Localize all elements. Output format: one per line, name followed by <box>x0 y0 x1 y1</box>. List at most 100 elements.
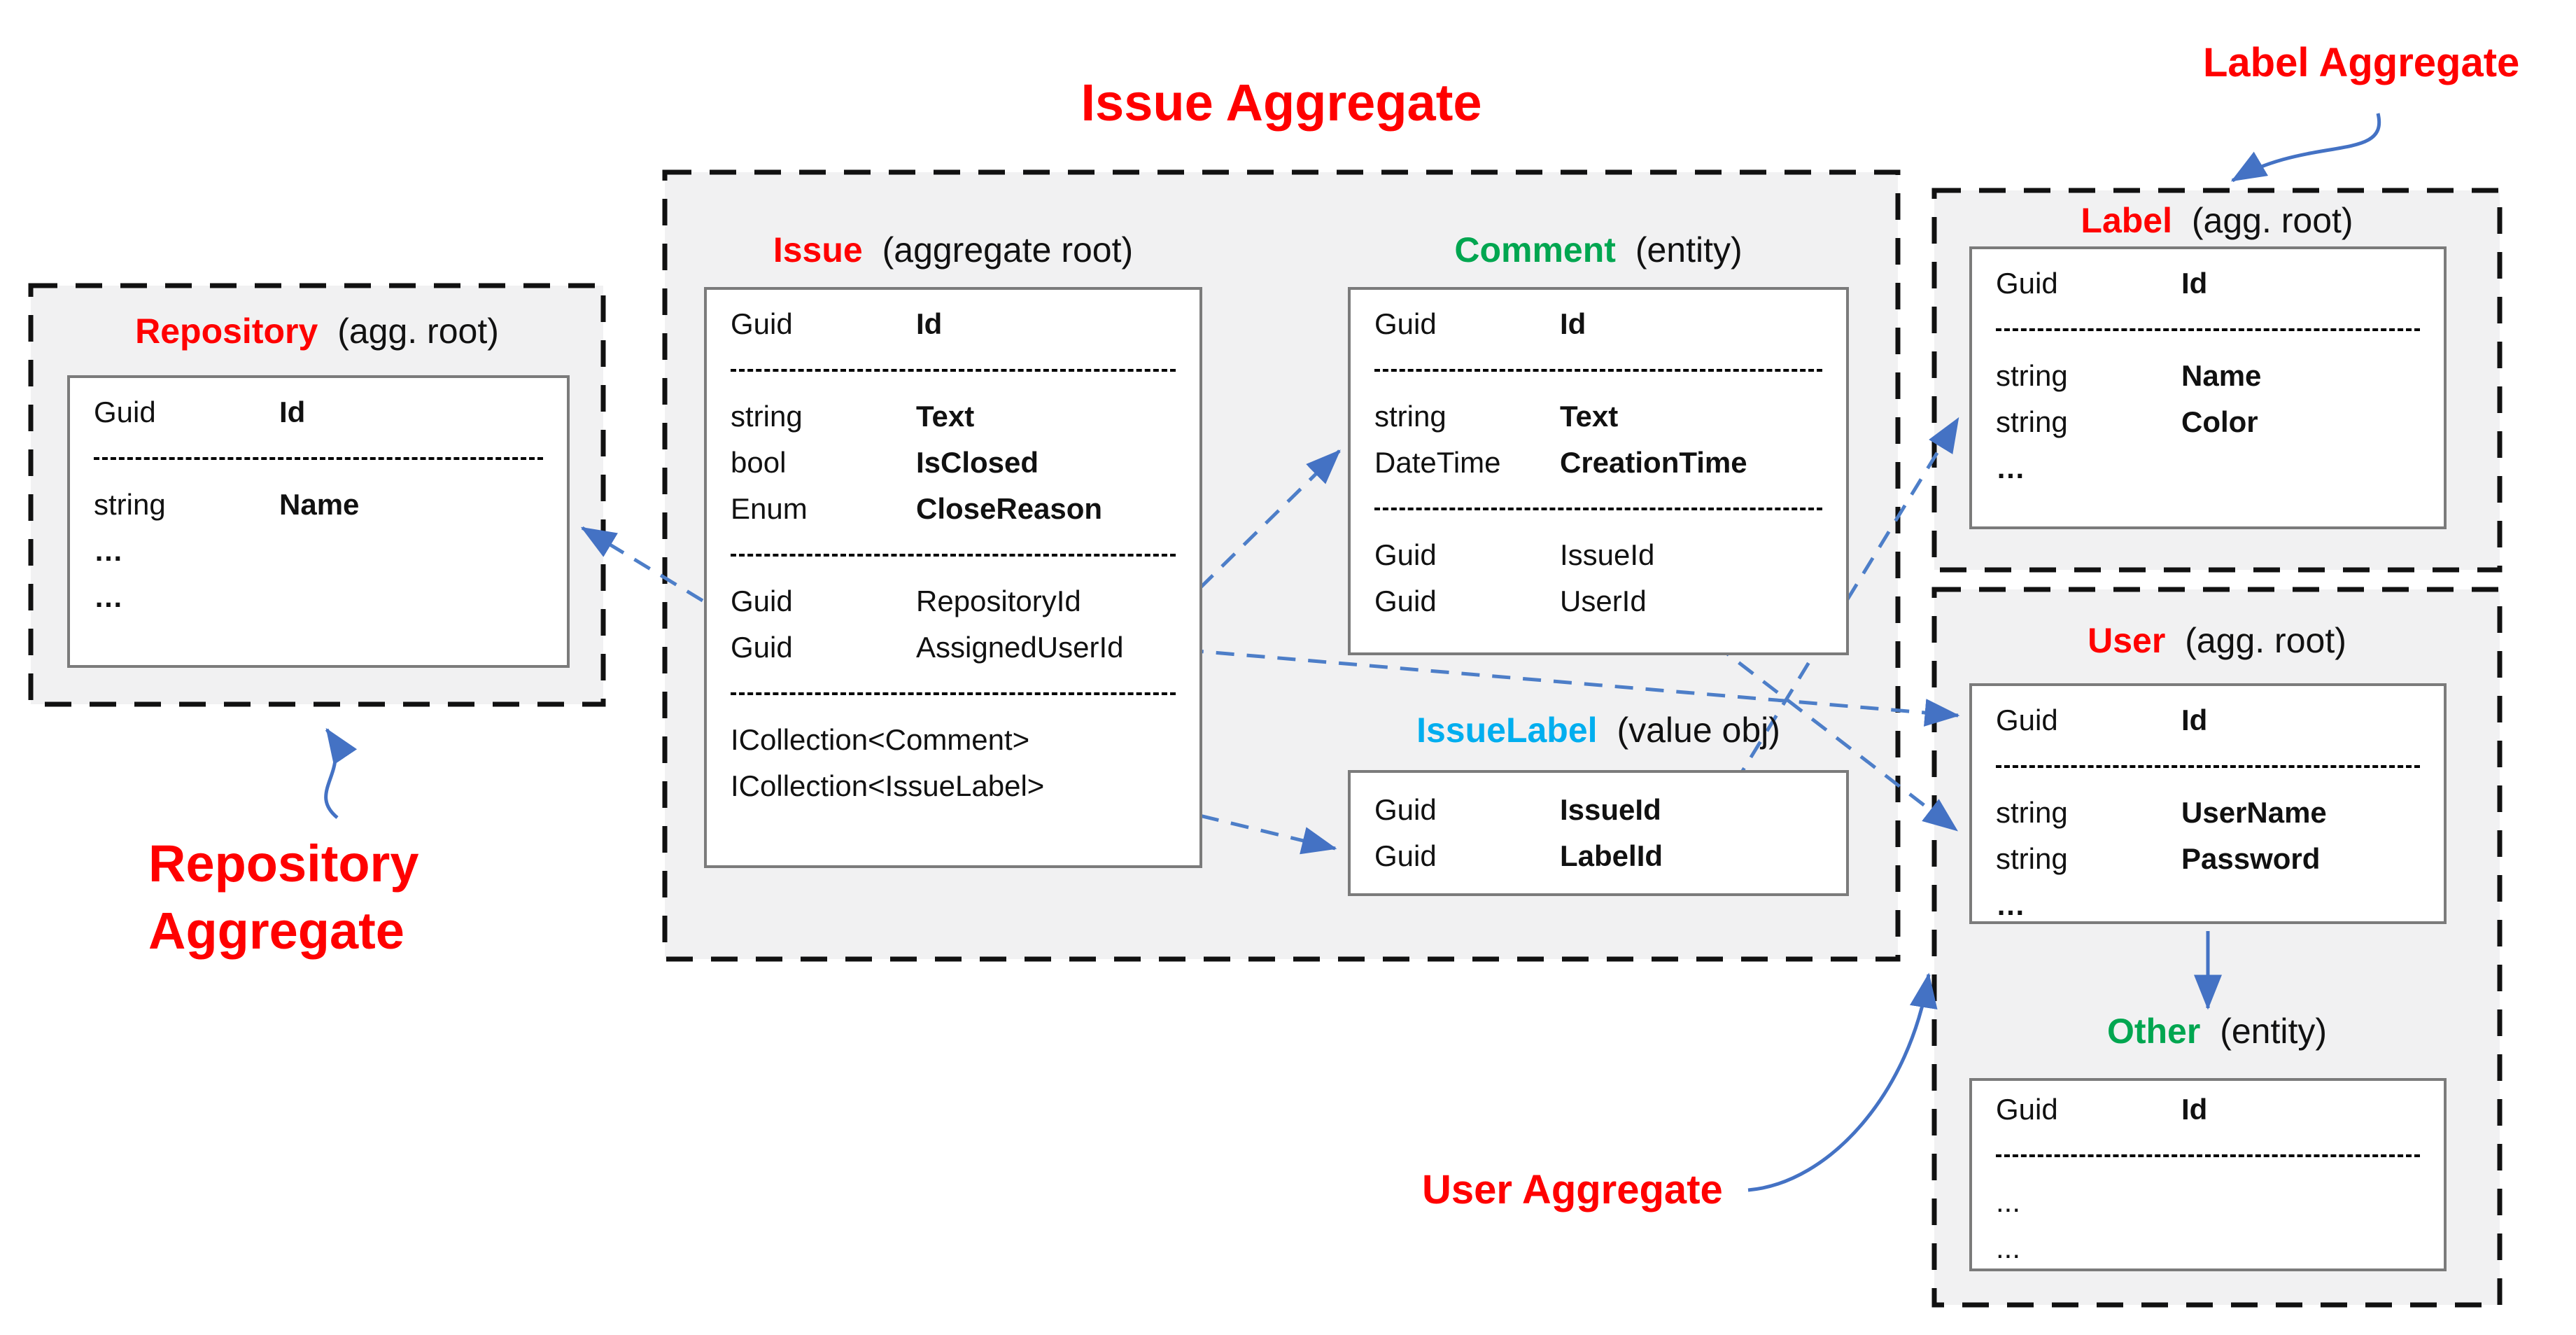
field-text: ... <box>1996 1231 2021 1264</box>
field-type: Guid <box>94 396 156 428</box>
arrow-issue-repositoryid-to-repository <box>580 526 704 603</box>
separator-line <box>94 457 543 460</box>
field-separator <box>94 435 543 482</box>
field-row: ... <box>1996 1179 2420 1225</box>
field-type: Guid <box>1374 538 1437 571</box>
field-row: string Password <box>1996 836 2420 882</box>
repository-entity-box: Guid Id string Name … … <box>67 375 570 668</box>
field-separator <box>731 347 1176 393</box>
separator-line <box>731 369 1176 372</box>
field-separator <box>1996 1133 2420 1179</box>
field-type: DateTime <box>1374 446 1501 479</box>
issuelabel-header: IssueLabel (value obj) <box>1348 710 1849 750</box>
repository-aggregate-label: Repository Aggregate <box>148 834 419 960</box>
field-name: Color <box>2181 405 2258 438</box>
field-name: Name <box>279 488 360 521</box>
field-name: IssueId <box>1560 793 1661 826</box>
field-type: string <box>1996 842 2068 875</box>
field-type: bool <box>731 446 787 479</box>
field-separator <box>1996 743 2420 790</box>
field-row: Enum CloseReason <box>731 486 1176 532</box>
field-row: Guid Id <box>1996 260 2420 307</box>
field-row: Guid Id <box>94 389 543 435</box>
issue-kind: (aggregate root) <box>882 230 1134 270</box>
field-text: … <box>1996 888 2025 921</box>
separator-line <box>1374 508 1822 510</box>
field-separator <box>1374 486 1822 532</box>
field-row: string Name <box>94 482 543 528</box>
user-header: User (agg. root) <box>1934 620 2500 661</box>
field-name: UserName <box>2181 796 2327 829</box>
field-separator <box>731 671 1176 717</box>
field-type: string <box>1996 405 2068 438</box>
other-kind: (entity) <box>2220 1012 2328 1051</box>
field-row: string Name <box>1996 353 2420 399</box>
separator-line <box>1996 328 2420 331</box>
field-type: Guid <box>1374 793 1437 826</box>
field-row: Guid LabelId <box>1374 833 1822 879</box>
field-name: CreationTime <box>1560 446 1747 479</box>
repository-kind: (agg. root) <box>337 312 499 351</box>
field-type: string <box>731 400 803 433</box>
field-row: ICollection<Comment> <box>731 717 1176 763</box>
field-type: Guid <box>731 631 793 664</box>
field-name: CloseReason <box>916 492 1103 525</box>
field-text: ICollection<Comment> <box>731 723 1030 756</box>
field-text: … <box>94 534 123 567</box>
field-row: … <box>1996 445 2420 491</box>
field-row: DateTime CreationTime <box>1374 440 1822 486</box>
comment-kind: (entity) <box>1635 230 1743 270</box>
field-type: Guid <box>1996 1093 2058 1126</box>
field-name: Password <box>2181 842 2321 875</box>
separator-line <box>1996 1154 2420 1157</box>
issue-header: Issue (aggregate root) <box>704 230 1202 270</box>
field-text: ... <box>1996 1185 2021 1218</box>
arrow-user-annotation-to-user-aggregate <box>1747 972 1938 1192</box>
field-name: LabelId <box>1560 839 1663 872</box>
field-row: Guid AssignedUserId <box>731 624 1176 671</box>
arrow-repository-annotation-to-repository-aggregate <box>324 727 358 819</box>
field-name: Id <box>916 307 943 340</box>
separator-line <box>1996 765 2420 768</box>
field-row: Guid IssueId <box>1374 787 1822 833</box>
comment-name: Comment <box>1454 230 1616 270</box>
field-name: IssueId <box>1560 538 1655 571</box>
field-text: ICollection<IssueLabel> <box>731 769 1045 802</box>
field-row: … <box>94 574 543 620</box>
separator-line <box>731 554 1176 557</box>
user-name: User <box>2088 621 2166 660</box>
user-aggregate-label: User Aggregate <box>1422 1167 1723 1212</box>
field-name: AssignedUserId <box>916 631 1124 664</box>
field-type: string <box>1996 359 2068 392</box>
field-name: RepositoryId <box>916 585 1081 617</box>
field-name: Name <box>2181 359 2262 392</box>
separator-line <box>1374 369 1822 372</box>
field-type: Guid <box>1996 267 2058 300</box>
field-name: Id <box>279 396 306 428</box>
field-separator <box>731 532 1176 578</box>
field-row: ... <box>1996 1225 2420 1271</box>
repository-header: Repository (agg. root) <box>31 311 603 351</box>
repository-name: Repository <box>135 312 318 351</box>
field-name: Id <box>2181 267 2208 300</box>
field-type: Enum <box>731 492 808 525</box>
field-type: Guid <box>1374 839 1437 872</box>
issue-aggregate-title: Issue Aggregate <box>1081 74 1482 132</box>
field-type: string <box>94 488 166 521</box>
field-row: … <box>1996 882 2420 928</box>
issuelabel-name: IssueLabel <box>1416 711 1598 750</box>
field-row: string Color <box>1996 399 2420 445</box>
